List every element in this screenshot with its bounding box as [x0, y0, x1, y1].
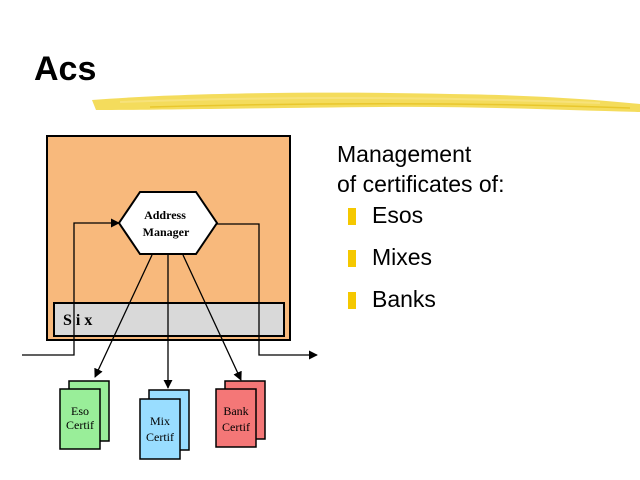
arrow-to-eso-certif	[94, 254, 153, 378]
bullet-marker-icon	[348, 208, 356, 225]
eso-certificate-label-line2: Certif	[66, 418, 94, 432]
intro-line-2: of certificates of:	[337, 171, 505, 197]
intro-text: Management of certificates of:	[337, 139, 504, 199]
six-bar-label: S i x	[63, 312, 92, 329]
title-underline-brush	[92, 92, 640, 112]
bank-certificate-label-line1: Bank	[223, 404, 248, 418]
six-bar	[53, 302, 285, 337]
bank-certificate-front-card	[215, 388, 257, 448]
mix-certificate-front-card	[139, 398, 181, 460]
address-manager-hexagon	[117, 191, 219, 255]
output-arrow	[217, 223, 318, 360]
bank-certificate-label-line2: Certif	[222, 420, 250, 434]
mix-certificate-label-line2: Certif	[146, 430, 174, 444]
bullet-marker-icon	[348, 292, 356, 309]
eso-certificate-label-line1: Eso	[71, 404, 89, 418]
address-manager-label-line1: Address	[144, 208, 186, 222]
input-arrow	[22, 218, 120, 356]
mix-certificate: Mix Certif	[139, 389, 190, 460]
bullet-label: Esos	[372, 202, 424, 228]
bullet-marker-icon	[348, 250, 356, 267]
slide-title: Acs	[34, 50, 97, 88]
intro-line-1: Management	[337, 141, 472, 167]
bullet-label: Mixes	[372, 244, 433, 270]
arrow-to-bank-certif	[182, 254, 242, 381]
address-manager-label-line2: Manager	[143, 225, 190, 239]
bullet-label: Banks	[372, 286, 436, 312]
eso-certificate: Eso Certif	[59, 380, 110, 450]
mix-certificate-label-line1: Mix	[150, 414, 170, 428]
eso-certificate-front-card	[59, 388, 101, 450]
bank-certificate: Bank Certif	[215, 380, 266, 448]
